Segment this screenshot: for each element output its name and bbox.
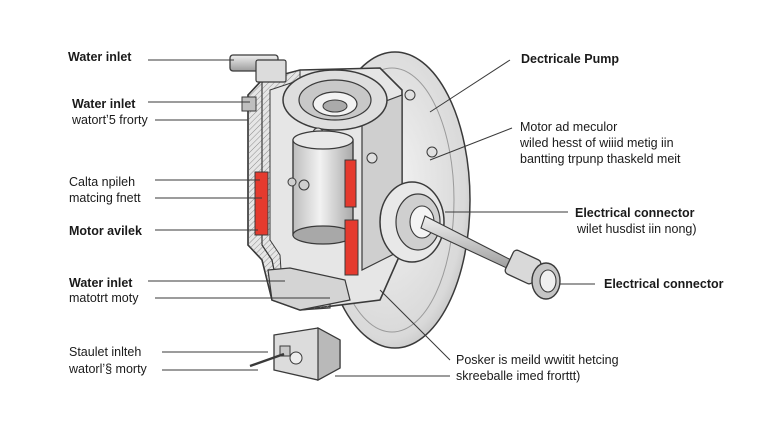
label-staulet-line1: Staulet inlteh [69,345,142,359]
label-electrical-connector-1-sub: wilet husdist iin nong) [577,222,697,236]
label-motor-mecl-line1: Motor ad meculor [520,120,618,134]
label-pump-title: Dectricale Pump [521,52,619,66]
motor-cylinder [287,130,354,245]
label-water-inlet-top: Water inlet [68,50,132,64]
label-motor-avlek: Motor avilek [69,224,142,238]
connector-plug [504,249,561,300]
label-motor-mecl-line2: wiled hesst of wiiid metig iin [520,136,674,150]
bearing-boss [379,181,445,263]
leader-lines [148,59,595,377]
label-water-inlet-3-sub: matotrt moty [69,291,139,305]
label-motor-mecl-line3: bantting trpunp thaskeld meit [520,152,681,166]
label-calta-line2: matcing fnett [69,191,141,205]
label-posker-line2: skreeballe imed frorttt) [456,369,581,383]
inlet-pipe [229,54,287,112]
label-electrical-connector-2: Electrical connector [604,277,724,291]
label-calta-line1: Calta npileh [69,175,136,189]
red-winding-parts [254,159,359,276]
label-electrical-connector-1: Electrical connector [575,206,695,220]
top-flange [282,69,438,164]
label-water-inlet-2-sub: watortʼ5 frorty [72,113,148,127]
label-water-inlet-3: Water inlet [69,276,133,290]
label-staulet-line2: watorlʼ§ morty [69,362,147,376]
small-connector-block [249,326,341,382]
label-posker-line1: Posker is meild wwitit hetcing [456,353,619,367]
label-water-inlet-2: Water inlet [72,97,136,111]
